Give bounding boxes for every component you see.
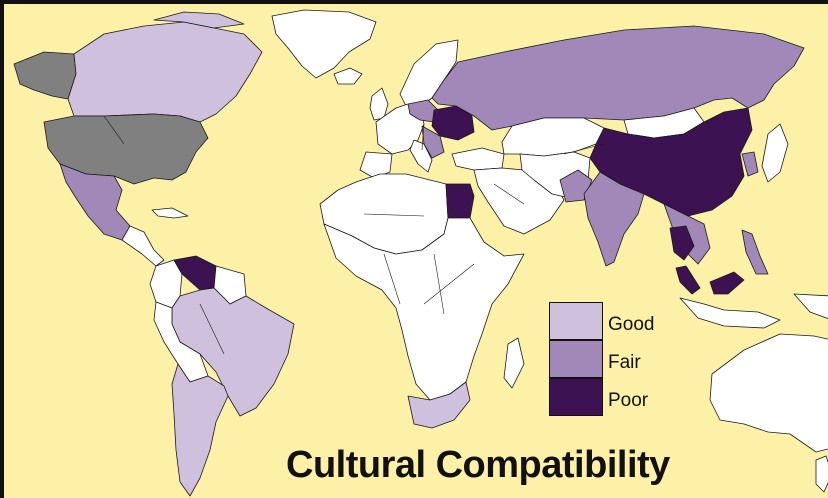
alaska xyxy=(13,51,77,100)
canada xyxy=(67,21,263,123)
indonesia xyxy=(679,297,781,329)
malaysia xyxy=(675,265,745,295)
greenland xyxy=(271,9,377,79)
philippines xyxy=(741,229,769,275)
legend-swatch-poor xyxy=(549,378,603,416)
iceland xyxy=(333,67,363,85)
world-map-svg xyxy=(13,9,828,497)
legend-swatch-fair xyxy=(549,340,603,378)
australia xyxy=(709,333,828,453)
legend-item-poor: Poor xyxy=(549,378,669,416)
legend-swatch-good xyxy=(549,302,603,340)
central-america xyxy=(121,225,165,267)
map-legend: Good Fair Poor xyxy=(549,302,669,416)
balkans xyxy=(421,125,445,159)
legend-label-fair: Fair xyxy=(608,352,641,373)
madagascar xyxy=(503,337,525,389)
new-guinea xyxy=(793,293,828,319)
japan xyxy=(761,123,789,183)
western-europe xyxy=(375,103,425,155)
turkey xyxy=(451,147,505,171)
map-title: Cultural Compatibility xyxy=(286,444,670,486)
central-africa xyxy=(323,217,525,401)
new-zealand xyxy=(815,455,828,493)
india xyxy=(583,171,645,267)
south-africa xyxy=(407,381,471,429)
argentina-chile xyxy=(171,363,229,497)
legend-label-poor: Poor xyxy=(608,390,649,411)
legend-item-good: Good xyxy=(549,302,669,340)
cuba xyxy=(151,207,189,219)
korea xyxy=(741,151,759,177)
russia xyxy=(431,25,805,131)
thailand xyxy=(669,225,695,261)
egypt xyxy=(445,183,475,219)
arctic-islands xyxy=(153,11,245,29)
legend-item-fair: Fair xyxy=(549,340,669,378)
legend-label-good: Good xyxy=(608,314,655,335)
